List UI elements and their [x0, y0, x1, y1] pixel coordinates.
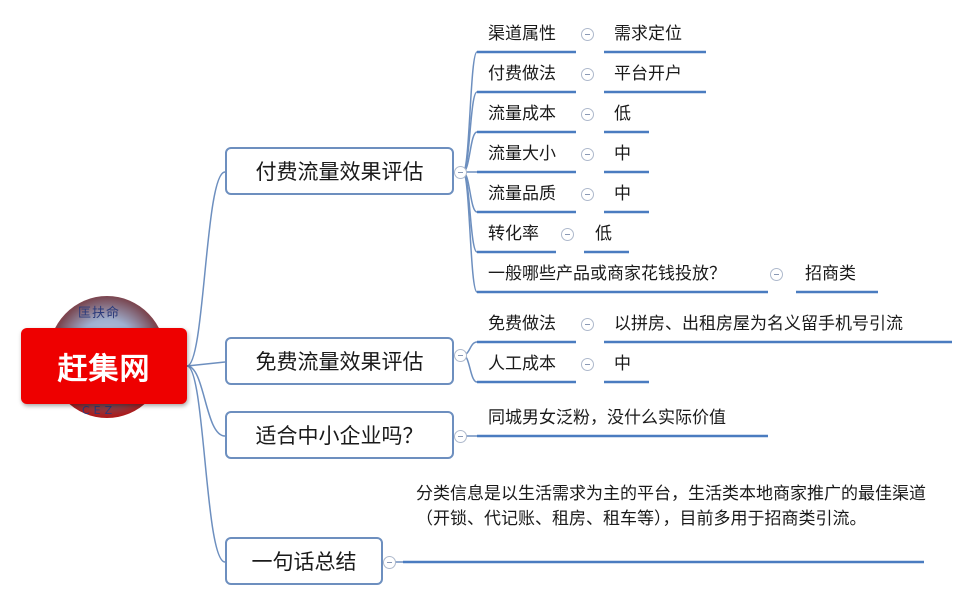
branch-summary[interactable]: 一句话总结: [225, 537, 383, 585]
value-advertisers[interactable]: 招商类: [805, 264, 856, 284]
value-traffic-quality[interactable]: 中: [614, 184, 631, 204]
value-free-method[interactable]: 以拼房、出租房屋为名义留手机号引流: [614, 314, 903, 334]
collapse-icon[interactable]: [454, 349, 467, 362]
topic-paid-method[interactable]: 付费做法: [488, 64, 556, 84]
topic-channel-attr[interactable]: 渠道属性: [488, 24, 556, 44]
value-conversion[interactable]: 低: [595, 224, 612, 244]
collapse-icon[interactable]: [581, 108, 594, 121]
summary-text[interactable]: 分类信息是以生活需求为主的平台，生活类本地商家推广的最佳渠道（开锁、代记账、租房…: [416, 484, 926, 529]
topic-free-method[interactable]: 免费做法: [488, 314, 556, 334]
topic-traffic-size[interactable]: 流量大小: [488, 144, 556, 164]
topic-traffic-quality[interactable]: 流量品质: [488, 184, 556, 204]
collapse-icon[interactable]: [581, 188, 594, 201]
collapse-icon[interactable]: [561, 228, 574, 241]
value-channel-attr[interactable]: 需求定位: [614, 24, 682, 44]
value-traffic-size[interactable]: 中: [614, 144, 631, 164]
topic-sme-answer[interactable]: 同城男女泛粉，没什么实际价值: [488, 408, 726, 428]
collapse-icon[interactable]: [581, 28, 594, 41]
branch-paid-traffic[interactable]: 付费流量效果评估: [225, 147, 454, 195]
collapse-icon[interactable]: [581, 68, 594, 81]
collapse-icon[interactable]: [581, 318, 594, 331]
topic-advertisers[interactable]: 一般哪些产品或商家花钱投放？: [488, 264, 726, 284]
value-paid-method[interactable]: 平台开户: [614, 64, 682, 84]
collapse-icon[interactable]: [454, 430, 467, 443]
value-labor-cost[interactable]: 中: [614, 354, 631, 374]
root-label: 赶集网: [57, 352, 151, 387]
branch-sme-fit[interactable]: 适合中小企业吗？: [225, 411, 454, 459]
branch-label: 适合中小企业吗？: [255, 424, 424, 448]
collapse-icon[interactable]: [770, 268, 783, 281]
branch-label: 一句话总结: [251, 550, 357, 574]
topic-conversion[interactable]: 转化率: [488, 224, 539, 244]
branch-label: 付费流量效果评估: [255, 160, 424, 184]
collapse-icon[interactable]: [454, 166, 467, 179]
logo-bottom-text: CEZ: [82, 404, 117, 417]
collapse-icon[interactable]: [581, 358, 594, 371]
branch-label: 免费流量效果评估: [255, 350, 424, 374]
collapse-icon[interactable]: [581, 148, 594, 161]
root-node[interactable]: 赶集网: [21, 328, 187, 404]
branch-free-traffic[interactable]: 免费流量效果评估: [225, 337, 454, 385]
topic-labor-cost[interactable]: 人工成本: [488, 354, 556, 374]
value-traffic-cost[interactable]: 低: [614, 104, 631, 124]
topic-traffic-cost[interactable]: 流量成本: [488, 104, 556, 124]
collapse-icon[interactable]: [383, 556, 396, 569]
logo-top-text: 匡扶命: [78, 306, 121, 321]
